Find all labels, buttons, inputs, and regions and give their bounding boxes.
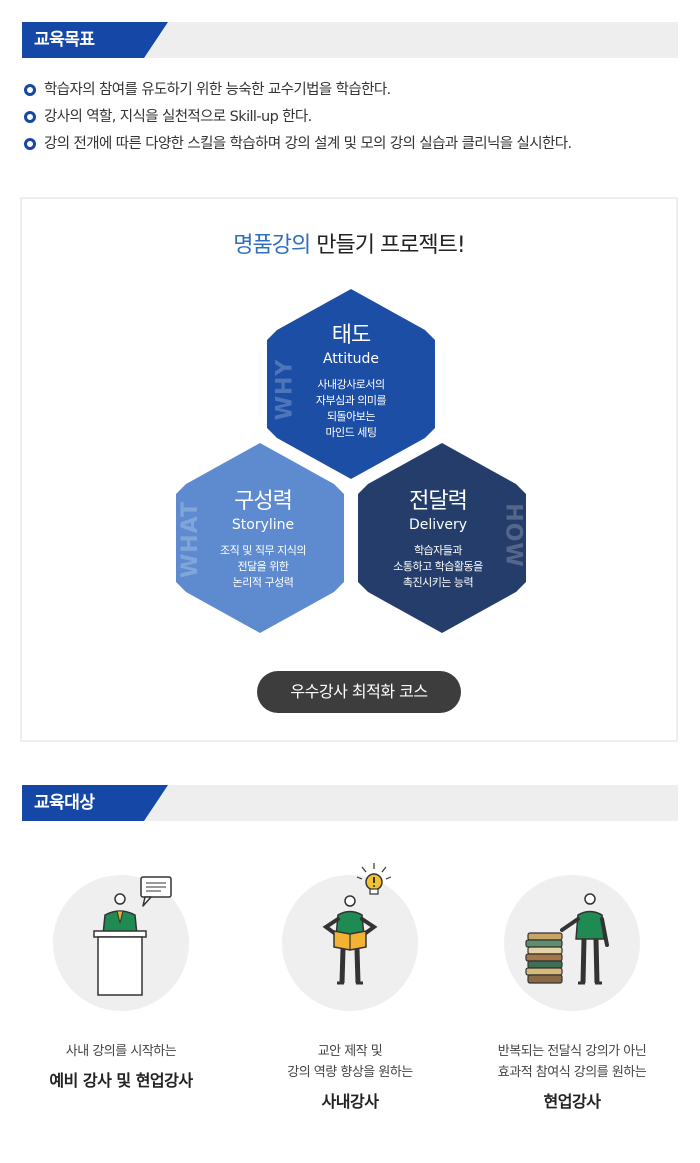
hexagon-desc: 조직 및 직무 지식의 전달을 위한 논리적 구성력	[220, 544, 306, 589]
goals-section-tab: 교육목표	[22, 22, 168, 58]
goals-section-header: 교육목표	[22, 22, 678, 58]
hexagon-delivery	[358, 443, 526, 633]
target-name: 사내강사	[321, 1092, 379, 1111]
target-item-prospective: 사내 강의를 시작하는 예비 강사 및 현업강사	[31, 875, 211, 1091]
target-desc: 반복되는 전달식 강의가 아닌 효과적 참여식 강의를 원하는	[497, 1044, 647, 1080]
target-illustration	[504, 875, 640, 1011]
bullet-icon	[24, 84, 36, 96]
hexagon-storyline-label: 구성력 Storyline 조직 및 직무 지식의 전달을 위한 논리적 구성력	[193, 483, 333, 591]
person-with-book-idea-icon	[322, 863, 392, 985]
bullet-icon	[24, 138, 36, 150]
hexagon-attitude	[267, 289, 435, 479]
targets-section-header: 교육대상	[22, 785, 678, 821]
hexagon-name: 구성력	[234, 489, 293, 514]
target-name: 예비 강사 및 현업강사	[49, 1071, 193, 1090]
target-desc: 교안 제작 및 강의 역량 향상을 원하는	[287, 1044, 413, 1080]
hexagon-storyline	[176, 443, 344, 633]
goal-text: 강사의 역할, 지식을 실천적으로 Skill-up 한다.	[44, 109, 312, 125]
goal-item: 학습자의 참여를 유도하기 위한 능숙한 교수기법을 학습한다.	[24, 80, 674, 107]
goals-section-title: 교육목표	[34, 30, 95, 50]
target-name: 현업강사	[543, 1092, 601, 1111]
target-item-practitioner: 반복되는 전달식 강의가 아닌 효과적 참여식 강의를 원하는 현업강사	[482, 875, 662, 1112]
project-title-accent: 명품강의	[233, 233, 311, 258]
person-with-books-icon	[525, 893, 609, 985]
targets-section-title: 교육대상	[34, 793, 95, 813]
goal-text: 학습자의 참여를 유도하기 위한 능숙한 교수기법을 학습한다.	[44, 82, 391, 98]
hexagon-desc: 학습자들과 소통하고 학습활동을 촉진시키는 능력	[393, 544, 483, 589]
hexagon-name: 태도	[331, 323, 371, 348]
course-badge: 우수강사 최적화 코스	[257, 671, 461, 713]
project-title: 명품강의 만들기 프로젝트!	[22, 227, 676, 259]
hexagon-name: 전달력	[409, 489, 468, 514]
project-diagram-box: 명품강의 만들기 프로젝트! WHY 태도 Attitude 사내강사로서의 자…	[20, 197, 678, 742]
hexagon-desc: 사내강사로서의 자부심과 의미를 되돌아보는 마인드 세팅	[315, 378, 387, 439]
target-item-internal: 교안 제작 및 강의 역량 향상을 원하는 사내강사	[260, 863, 440, 1112]
goals-list: 학습자의 참여를 유도하기 위한 능숙한 교수기법을 학습한다. 강사의 역할,…	[24, 80, 674, 161]
lecturer-at-podium-icon	[93, 876, 172, 996]
hexagon-en: Storyline	[231, 517, 295, 533]
goal-text: 강의 전개에 따른 다양한 스킬을 학습하며 강의 설계 및 모의 강의 실습과…	[44, 136, 572, 152]
target-illustration	[53, 875, 189, 1011]
bullet-icon	[24, 111, 36, 123]
hexagon-attitude-label: 태도 Attitude 사내강사로서의 자부심과 의미를 되돌아보는 마인드 세…	[281, 317, 421, 441]
goal-item: 강사의 역할, 지식을 실천적으로 Skill-up 한다.	[24, 107, 674, 134]
project-title-rest: 만들기 프로젝트!	[310, 233, 466, 258]
hexagon-en: Delivery	[408, 517, 468, 533]
hexagon-diagram	[176, 289, 526, 633]
target-illustration	[282, 863, 418, 1011]
goal-item: 강의 전개에 따른 다양한 스킬을 학습하며 강의 설계 및 모의 강의 실습과…	[24, 134, 674, 161]
target-desc: 사내 강의를 시작하는	[65, 1044, 177, 1059]
hexagon-delivery-label: 전달력 Delivery 학습자들과 소통하고 학습활동을 촉진시키는 능력	[368, 483, 508, 591]
hexagon-en: Attitude	[322, 351, 380, 367]
targets-section-tab: 교육대상	[22, 785, 168, 821]
